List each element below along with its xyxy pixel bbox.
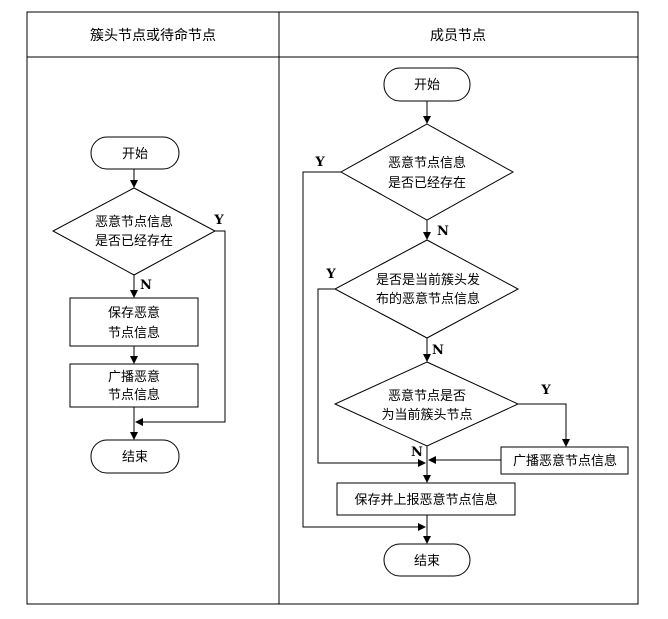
right-decision3-diamond [333, 361, 520, 447]
right-end-terminal [383, 543, 471, 577]
right-d3-line1: 恶意节点是否 [388, 388, 466, 404]
right-d2-yes-label: Y [325, 267, 336, 282]
left-decision-line2: 是否已经存在 [95, 234, 173, 249]
left-broadcast-line2: 节点信息 [108, 387, 160, 403]
right-d3-line2: 为当前簇头节点 [381, 407, 472, 423]
right-d2-no-label: N [432, 343, 444, 358]
left-broadcast-line1: 广播恶意 [108, 369, 160, 385]
left-no-label: N [140, 278, 152, 293]
right-d3-yes-label: Y [540, 383, 551, 398]
right-broadcast-label: 广播恶意节点信息 [513, 453, 617, 469]
left-decision-line1: 恶意节点信息 [95, 214, 173, 230]
swimlane-frame [26, 11, 639, 605]
left-flow [51, 136, 226, 474]
right-d3-no-label: N [411, 445, 423, 460]
right-d3-yes-path [518, 403, 570, 447]
right-broadcast-box [500, 446, 629, 475]
right-d1-line1: 恶意节点信息 [388, 155, 466, 171]
left-yes-label: Y [213, 213, 224, 228]
left-save-line1: 保存恶意 [108, 305, 160, 321]
left-save-box [69, 297, 199, 347]
left-lane-header: 簇头节点或待命节点 [90, 27, 216, 44]
left-broadcast-box [69, 363, 199, 408]
right-save-report-box [336, 482, 516, 516]
right-d1-yes-path [302, 171, 426, 531]
left-end-label: 结束 [122, 450, 148, 465]
right-end-label: 结束 [414, 554, 440, 569]
right-d1-no-label: N [437, 224, 449, 239]
right-d2-yes-path [317, 288, 426, 467]
right-start-label: 开始 [414, 78, 440, 93]
right-d1-line2: 是否已经存在 [388, 176, 466, 191]
right-decision1-diamond [339, 123, 515, 221]
left-end-terminal [90, 439, 180, 474]
right-d2-line2: 布的恶意节点信息 [376, 291, 480, 307]
left-start-terminal [90, 136, 180, 170]
left-start-label: 开始 [122, 147, 148, 162]
right-d1-yes-label: Y [314, 155, 325, 170]
left-yes-path [135, 230, 226, 426]
right-save-report-label: 保存并上报恶意节点信息 [354, 492, 497, 508]
left-save-line2: 节点信息 [108, 325, 160, 341]
outer-border [26, 11, 639, 605]
right-decision2-diamond [333, 239, 520, 339]
right-flow [302, 67, 629, 577]
right-d2-line1: 是否是当前簇头发 [376, 272, 480, 288]
left-decision-diamond [51, 187, 217, 276]
right-lane-header: 成员节点 [430, 28, 486, 44]
